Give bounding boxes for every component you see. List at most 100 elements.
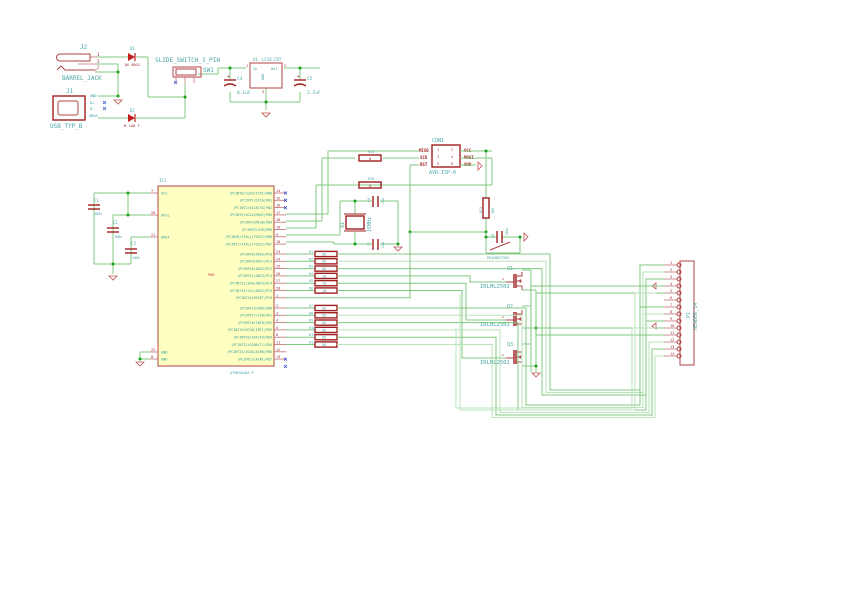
capacitor-c1[interactable]: C1 100n [88,198,102,216]
pin-number: 13 [276,355,280,359]
pin-number: 28 [276,287,280,291]
svg-text:1: 1 [246,64,248,68]
capacitor-c7[interactable]: C7 22p [367,239,385,250]
no-connect-icon [283,205,288,210]
regulator-u1[interactable]: U1 LF33_CDT In Out GND 1 2 3 [246,57,286,94]
ground-icon [477,161,483,171]
resistor-ref: R6 [309,287,313,291]
ground-icon [531,372,541,378]
svg-text:ATMEGA48A-P: ATMEGA48A-P [230,371,254,375]
pin-number: 16 [276,204,280,208]
svg-text:MISO: MISO [419,148,429,153]
resistor-r16[interactable]: R16 0 [358,177,382,189]
resistor[interactable]: R10 50 [286,326,338,334]
pin-name: (PCINT14/SCL/ADC5)PC5 [229,289,272,293]
power-wires [95,56,320,119]
resistor-value: 50 [322,260,326,264]
svg-text:+: + [227,74,230,80]
pin-name: (PCINT14/RESET)PC6 [235,296,272,300]
pin-number: 9 [276,233,278,237]
svg-text:SCK: SCK [420,155,428,160]
decoupling-wires [93,191,150,361]
resistor-ref: R11 [309,333,315,337]
resistor-r13[interactable]: R13 10k [479,197,495,219]
resistor-ref: R10 [309,326,315,330]
usb-body [52,95,86,121]
svg-text:B LAD F: B LAD F [124,123,141,128]
mcu-right-pins: 14(PCINT0/CLKO/ICP1)PB015(PCINT1/OC1A)PB… [225,189,288,369]
capacitor-c2[interactable]: C2 100n [107,220,122,239]
header-pin-number: 7 [670,303,672,307]
diode-d1[interactable]: D1 1N 4001 [124,46,141,67]
slide-switch-sw1[interactable]: SLIDE_SWITCH_3_PIN SW1 [155,57,220,85]
pin-number: 11 [276,341,280,345]
header-pin-number: 3 [670,275,672,279]
ground-icon [523,232,529,242]
mosfet-value: IRLML2502 [480,360,510,366]
pin-number: 5 [276,326,278,330]
pin-number: 3 [276,311,278,315]
svg-text:C4: C4 [237,76,243,82]
capacitor-c5[interactable]: + C5 2.2uF [293,74,321,96]
svg-text:C3: C3 [131,241,136,246]
capacitor-c4[interactable]: + C4 0.1uF [223,74,251,96]
pin-number: 20 [151,211,155,215]
pin-number: 23 [276,250,280,254]
barrel-jack-j2[interactable]: J2 1 3 2 BARREL_JACK [56,44,103,82]
resistor-value: 50 [322,267,326,271]
resistor-ref: R8 [309,311,313,315]
svg-text:C7: C7 [367,242,371,246]
svg-text:1: 1 [437,148,439,152]
pin-name: (PCINT17/TXD)PD1 [239,314,272,318]
ground-icon [261,112,271,118]
resistor-r15[interactable]: R15 0 [358,150,382,162]
resistor-value: 10 [322,282,326,286]
header-pin-number: 12 [670,338,674,342]
isp-connector-con1[interactable]: CON1 1 2 3 4 5 6 MISO SCK RST VCC MOSI G… [419,138,474,176]
crystal-x1[interactable]: X1 16MHz [340,213,373,232]
svg-text:GND: GND [261,74,265,80]
diode-d2[interactable]: D2 B LAD F [124,108,141,128]
header-pin-number: 2 [670,268,672,272]
resistor-ref: R1 [309,250,313,254]
resistor-value: 50 [322,321,326,325]
svg-text:C5: C5 [307,76,313,82]
svg-text:R15: R15 [368,150,374,154]
reset-pushbutton[interactable]: PUSHBUTTON [487,241,511,260]
gate-label: G [502,353,504,357]
svg-text:AVR-ISP-6: AVR-ISP-6 [429,170,456,176]
resistor-value: 50 [322,336,326,340]
pin-name: (PCINT20/XCK/T0)PD4 [233,336,272,340]
resistor[interactable]: R11 50 [286,333,338,341]
svg-text:100n: 100n [505,228,509,236]
microcontroller-ic1[interactable]: IC1 PWR ATMEGA48A-P 7VCC20AVCC21AREF22GN… [150,178,288,375]
no-connect-icon [102,100,107,111]
pin-name: (PCINT18/INT0)PD2 [237,321,272,325]
gate-label: G [502,315,504,319]
capacitor-c8[interactable]: C8 100n [491,228,509,243]
resistor-value: 50 [322,328,326,332]
usb-connector-j1[interactable]: J1 GND D+ D- VBUS USB_TYP_B [50,88,107,130]
svg-text:2: 2 [451,148,453,152]
capacitor-c3[interactable]: C3 100n [125,241,140,260]
j2-value: BARREL_JACK [62,75,102,82]
svg-text:USB_TYP_B: USB_TYP_B [50,123,83,130]
ground-icon [113,99,123,105]
capacitor-c6[interactable]: C6 22p [367,196,385,207]
